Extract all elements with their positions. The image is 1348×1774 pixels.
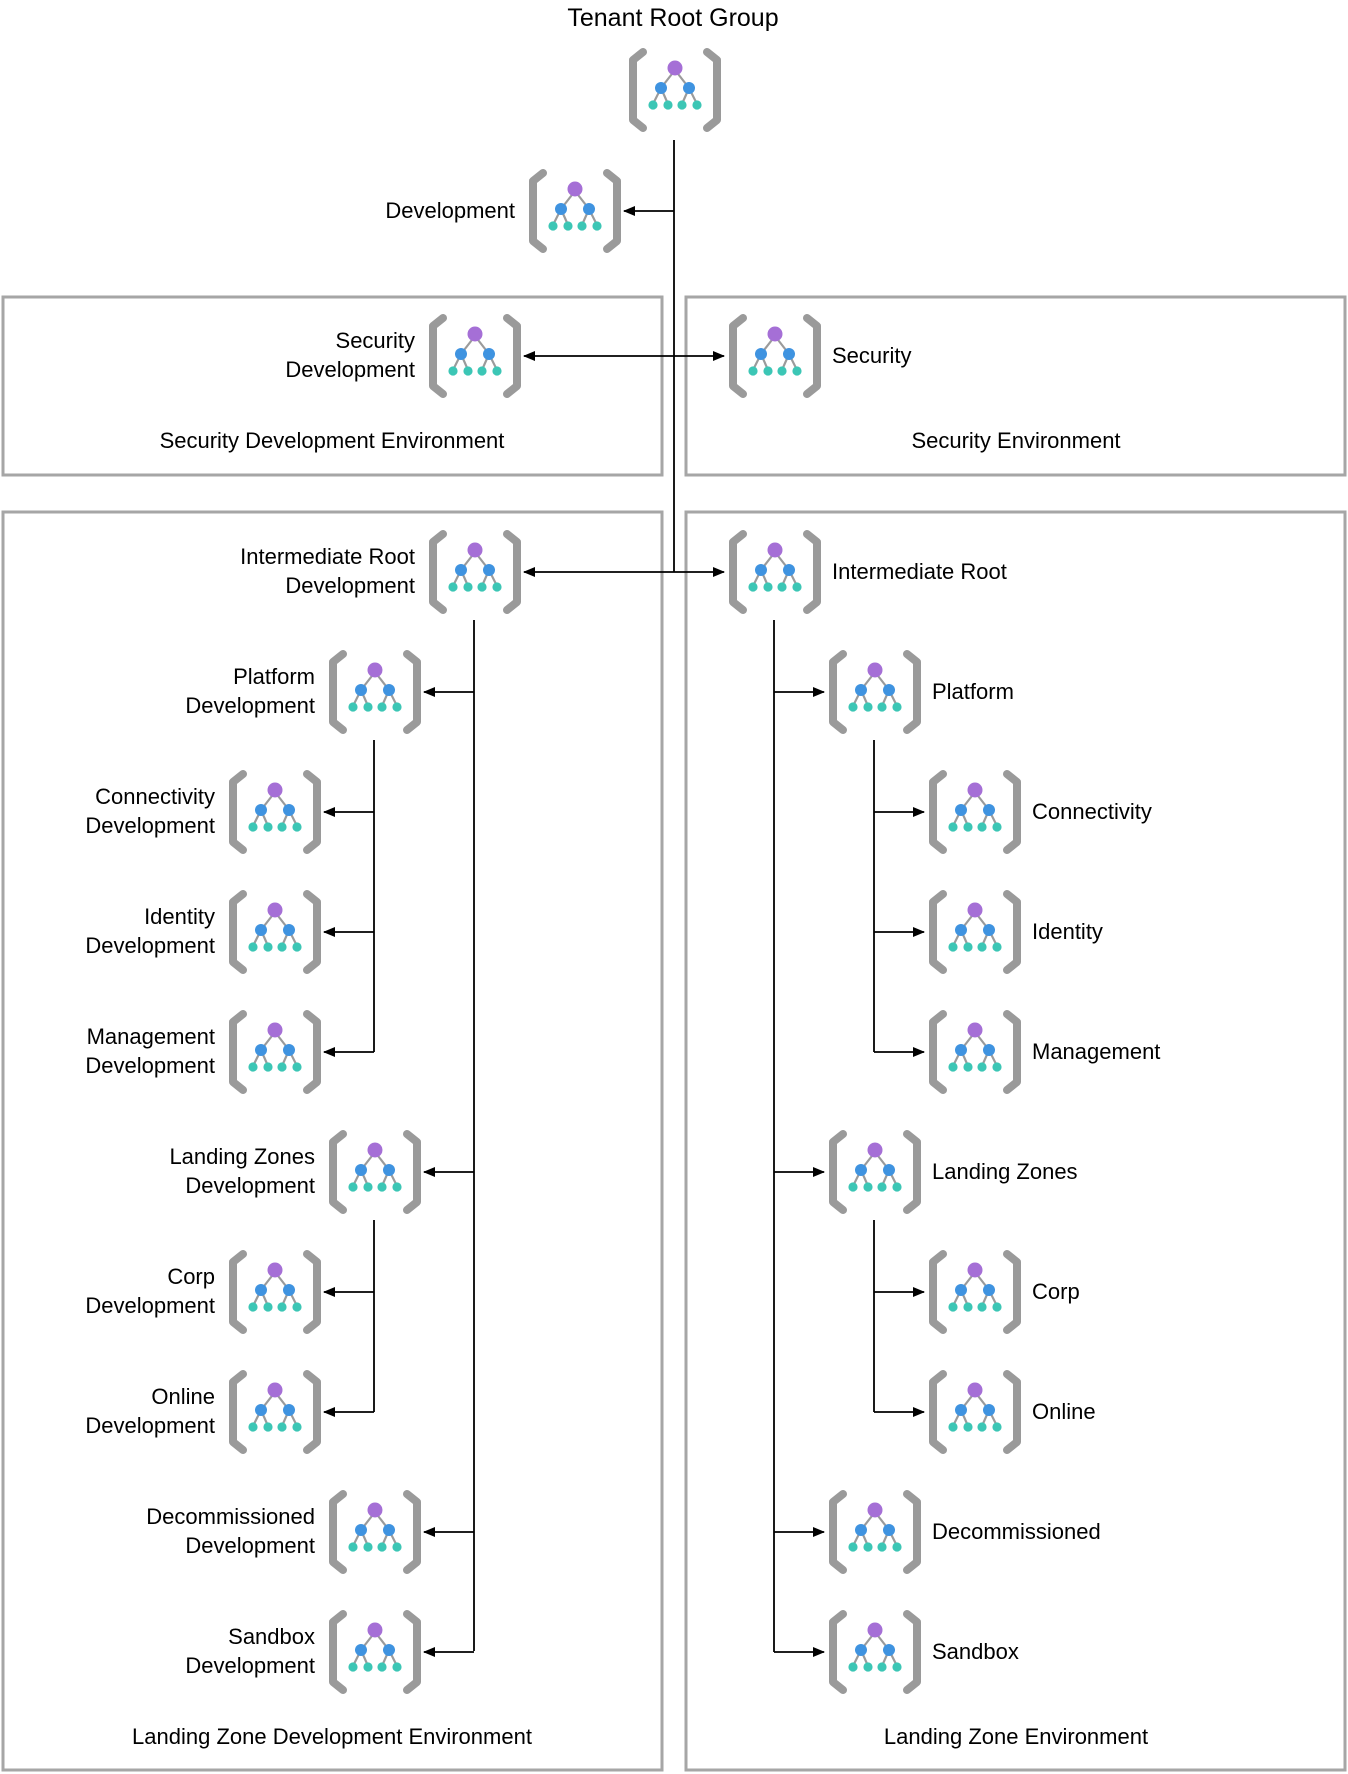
landing-zones-development-label-line1: Landing Zones [169, 1144, 315, 1169]
corp-icon [933, 1254, 1017, 1330]
connectivity-development-label-line1: Connectivity [95, 784, 215, 809]
online-development-label-line2: Development [85, 1413, 215, 1438]
connectivity-development-label-line2: Development [85, 813, 215, 838]
identity-development-icon [233, 894, 317, 970]
intermediate-root-label: Intermediate Root [832, 559, 1007, 584]
identity-icon [933, 894, 1017, 970]
security-development-icon [433, 318, 517, 394]
intermediate-root-development-label-line1: Intermediate Root [240, 544, 415, 569]
management-development-icon [233, 1014, 317, 1090]
identity-label: Identity [1032, 919, 1103, 944]
security-label: Security [832, 343, 911, 368]
tenant-root-group-icon [633, 52, 717, 128]
decommissioned-icon [833, 1494, 917, 1570]
platform-development-icon [333, 654, 417, 730]
decommissioned-development-icon [333, 1494, 417, 1570]
sandbox-label: Sandbox [932, 1639, 1019, 1664]
corp-development-icon [233, 1254, 317, 1330]
online-development-label-line1: Online [151, 1384, 215, 1409]
security-development-label-line1: Security [336, 328, 415, 353]
landing-zones-development-label-line2: Development [185, 1173, 315, 1198]
security-development-environment-box [1, 295, 664, 477]
intermediate-root-icon [733, 534, 817, 610]
connectivity-development-icon [233, 774, 317, 850]
corp-development-label-line2: Development [85, 1293, 215, 1318]
platform-icon [833, 654, 917, 730]
decommissioned-label: Decommissioned [932, 1519, 1101, 1544]
security-icon [733, 318, 817, 394]
identity-development-label-line1: Identity [144, 904, 215, 929]
intermediate-root-development-label-line2: Development [285, 573, 415, 598]
platform-label: Platform [932, 679, 1014, 704]
management-icon [933, 1014, 1017, 1090]
management-development-label-line1: Management [87, 1024, 215, 1049]
management-development-label-line2: Development [85, 1053, 215, 1078]
development-icon [533, 173, 617, 249]
security-environment-box [684, 295, 1347, 477]
landing-zones-label: Landing Zones [932, 1159, 1078, 1184]
landing-zone-environment-box [684, 510, 1347, 1772]
connectors [323, 140, 925, 1657]
decommissioned-development-label-line1: Decommissioned [146, 1504, 315, 1529]
connectivity-label: Connectivity [1032, 799, 1152, 824]
sandbox-development-label-line1: Sandbox [228, 1624, 315, 1649]
online-label: Online [1032, 1399, 1096, 1424]
platform-development-label-line1: Platform [233, 664, 315, 689]
landing-zone-development-environment-box [1, 510, 664, 1772]
landing-zone-environment-label: Landing Zone Environment [884, 1724, 1148, 1749]
tenant-root-group-label: Tenant Root Group [567, 4, 778, 32]
security-environment-label: Security Environment [911, 428, 1120, 453]
corp-label: Corp [1032, 1279, 1080, 1304]
connectivity-icon [933, 774, 1017, 850]
sandbox-development-icon [333, 1614, 417, 1690]
management-label: Management [1032, 1039, 1160, 1064]
sandbox-development-label-line2: Development [185, 1653, 315, 1678]
landing-zone-development-environment-label: Landing Zone Development Environment [132, 1724, 532, 1749]
online-development-icon [233, 1374, 317, 1450]
corp-development-label-line1: Corp [167, 1264, 215, 1289]
platform-development-label-line2: Development [185, 693, 315, 718]
decommissioned-development-label-line2: Development [185, 1533, 315, 1558]
security-development-environment-label: Security Development Environment [160, 428, 505, 453]
landing-zones-development-icon [333, 1134, 417, 1210]
online-icon [933, 1374, 1017, 1450]
development-label: Development [385, 198, 515, 223]
intermediate-root-development-icon [433, 534, 517, 610]
identity-development-label-line2: Development [85, 933, 215, 958]
landing-zones-icon [833, 1134, 917, 1210]
security-development-label-line2: Development [285, 357, 415, 382]
sandbox-icon [833, 1614, 917, 1690]
